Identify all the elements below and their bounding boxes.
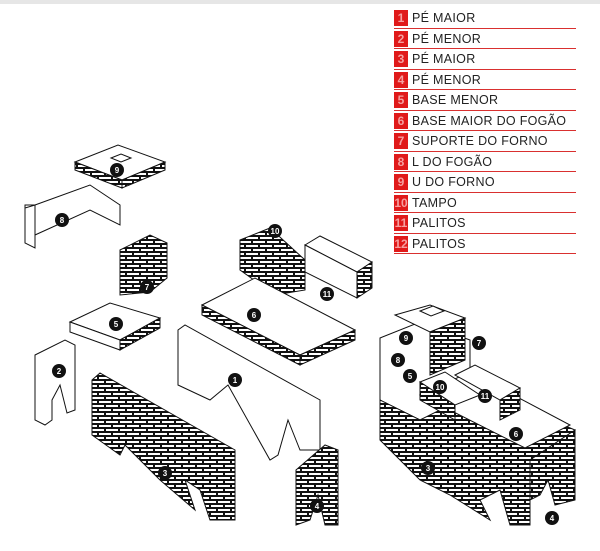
legend-item: 7 SUPORTE DO FORNO <box>394 131 576 152</box>
legend-label: PÉ MENOR <box>412 31 482 46</box>
svg-text:9: 9 <box>404 334 409 343</box>
part-marker-11: 11 <box>320 287 334 301</box>
part-9-u-do-forno <box>73 144 167 189</box>
svg-text:4: 4 <box>315 502 320 511</box>
svg-text:6: 6 <box>252 311 257 320</box>
legend-label: L DO FOGÃO <box>412 154 493 169</box>
svg-text:7: 7 <box>477 339 482 348</box>
part-marker-11: 11 <box>478 389 492 403</box>
legend-label: PALITOS <box>412 236 466 251</box>
legend-label: PÉ MAIOR <box>412 52 476 66</box>
svg-text:7: 7 <box>145 283 150 292</box>
svg-text:11: 11 <box>481 392 490 401</box>
svg-text:10: 10 <box>271 227 280 236</box>
legend-label: TAMPO <box>412 195 458 210</box>
part-marker-5: 5 <box>403 369 417 383</box>
legend-item: 9 U DO FORNO <box>394 172 576 193</box>
legend-number-badge: 2 <box>394 30 408 47</box>
legend-number-badge: 1 <box>394 10 408 26</box>
part-marker-3: 3 <box>421 461 435 475</box>
part-7-suporte-do-forno <box>119 234 168 296</box>
part-marker-5: 5 <box>109 317 123 331</box>
svg-text:11: 11 <box>323 290 332 299</box>
svg-text:4: 4 <box>550 514 555 523</box>
svg-text:5: 5 <box>408 372 413 381</box>
legend-item: 3 PÉ MAIOR <box>394 49 576 70</box>
part-marker-6: 6 <box>509 427 523 441</box>
part-marker-6: 6 <box>247 308 261 322</box>
part-marker-7: 7 <box>140 280 154 294</box>
svg-text:2: 2 <box>57 367 62 376</box>
legend-label: PÉ MENOR <box>412 72 482 87</box>
part-marker-4: 4 <box>545 511 559 525</box>
svg-text:3: 3 <box>163 469 168 478</box>
legend-number-badge: 5 <box>394 92 408 108</box>
assembled-stove <box>379 304 577 526</box>
legend-item: 2 PÉ MENOR <box>394 29 576 49</box>
legend-item: 5 BASE MENOR <box>394 90 576 111</box>
part-marker-1: 1 <box>228 373 242 387</box>
part-marker-10: 10 <box>268 224 282 238</box>
part-marker-10: 10 <box>433 380 447 394</box>
legend-number-badge: 3 <box>394 51 408 67</box>
svg-text:8: 8 <box>60 216 65 225</box>
legend-number-badge: 11 <box>394 215 408 231</box>
legend-number-badge: 10 <box>394 194 408 211</box>
legend-item: 1 PÉ MAIOR <box>394 8 576 29</box>
part-marker-8: 8 <box>391 353 405 367</box>
legend-item: 12 PALITOS <box>394 234 576 254</box>
legend-item: 6 BASE MAIOR DO FOGÃO <box>394 111 576 131</box>
svg-text:5: 5 <box>114 320 119 329</box>
legend-item: 8 L DO FOGÃO <box>394 152 576 172</box>
legend-label: PALITOS <box>412 216 466 230</box>
legend-item: 4 PÉ MENOR <box>394 70 576 90</box>
svg-text:9: 9 <box>115 166 120 175</box>
svg-text:1: 1 <box>233 376 238 385</box>
svg-text:8: 8 <box>396 356 401 365</box>
top-border <box>0 0 600 4</box>
legend-number-badge: 8 <box>394 153 408 170</box>
part-marker-7: 7 <box>472 336 486 350</box>
svg-text:10: 10 <box>436 383 445 392</box>
legend-item: 10 TAMPO <box>394 193 576 213</box>
part-8-l-do-fogao <box>24 184 121 249</box>
legend-label: PÉ MAIOR <box>412 11 476 25</box>
legend-number-badge: 6 <box>394 112 408 129</box>
part-11-palitos <box>303 235 373 299</box>
part-3-pe-maior <box>91 372 236 521</box>
legend-number-badge: 7 <box>394 133 408 149</box>
legend-label: BASE MAIOR DO FOGÃO <box>412 113 567 128</box>
legend-label: BASE MENOR <box>412 93 499 107</box>
svg-text:6: 6 <box>514 430 519 439</box>
part-marker-3: 3 <box>158 466 172 480</box>
part-marker-9: 9 <box>110 163 124 177</box>
part-6-base-maior-do-fogao <box>200 277 357 366</box>
part-2-pe-menor <box>34 339 76 426</box>
part-1-pe-maior <box>177 324 321 461</box>
legend-item: 11 PALITOS <box>394 213 576 234</box>
legend-number-badge: 9 <box>394 174 408 190</box>
part-marker-4: 4 <box>310 499 324 513</box>
legend-number-badge: 4 <box>394 71 408 88</box>
part-marker-8: 8 <box>55 213 69 227</box>
svg-text:3: 3 <box>426 464 431 473</box>
part-marker-9: 9 <box>399 331 413 345</box>
legend-label: U DO FORNO <box>412 175 495 189</box>
legend-number-badge: 12 <box>394 235 408 252</box>
part-4-pe-menor <box>295 444 339 526</box>
legend-label: SUPORTE DO FORNO <box>412 134 548 148</box>
part-marker-2: 2 <box>52 364 66 378</box>
